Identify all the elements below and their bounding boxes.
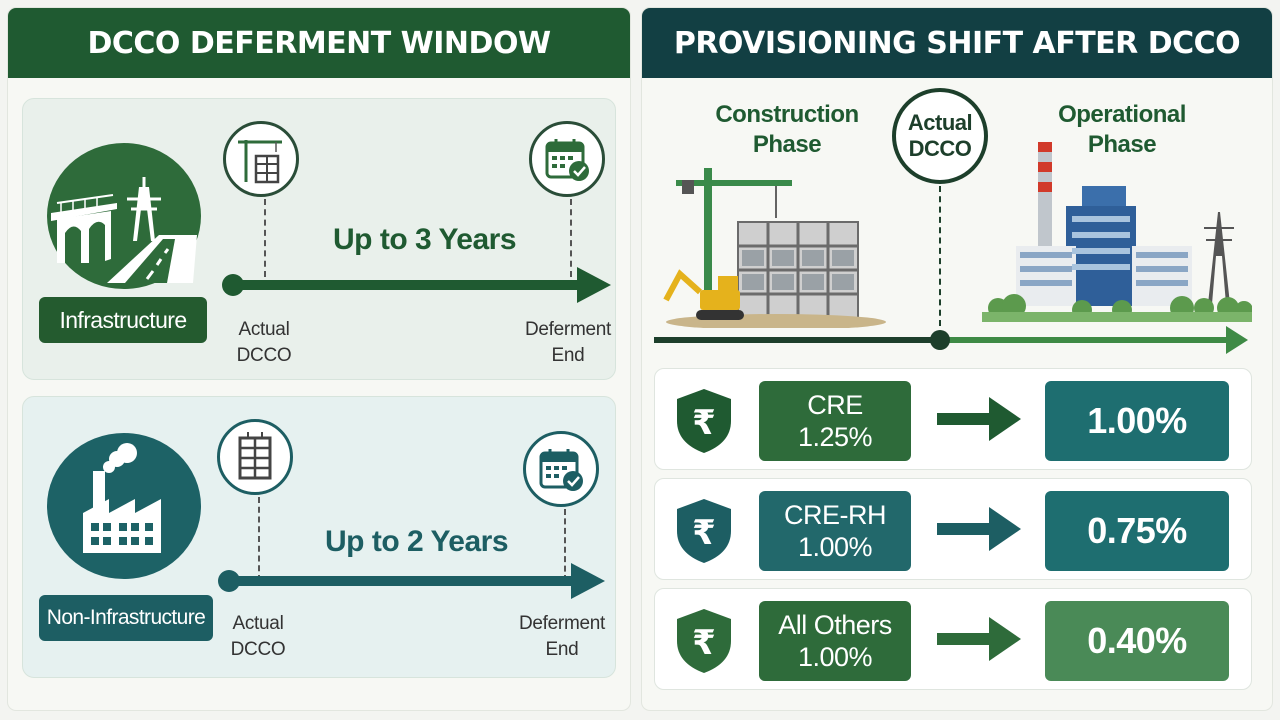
power-plant-icon (982, 142, 1252, 322)
arrow-right-icon (937, 617, 1021, 661)
deferment-window-title: DCCO DEFERMENT WINDOW (8, 8, 630, 78)
calendar-check-icon (523, 431, 599, 507)
duration-arrow (218, 563, 605, 599)
end-marker-line (570, 199, 572, 277)
cre-rh-to-rate: 0.75% (1045, 491, 1229, 571)
calendar-check-icon (529, 121, 605, 197)
provisioning-shift-title: PROVISIONING SHIFT AFTER DCCO (642, 8, 1272, 78)
svg-text:₹: ₹ (692, 513, 716, 553)
provisioning-shift-panel: PROVISIONING SHIFT AFTER DCCO Constructi… (642, 8, 1272, 710)
non-infrastructure-duration: Up to 2 Years (325, 525, 509, 558)
deferment-window-panel: DCCO DEFERMENT WINDOW (8, 8, 630, 710)
cre-category: CRE (807, 390, 863, 420)
all-others-category: All Others (778, 610, 892, 640)
start-marker-line (264, 199, 266, 277)
cre-rh-category: CRE-RH (784, 500, 887, 530)
infrastructure-card: Infrastructure (22, 98, 616, 380)
factory-icon (47, 433, 201, 579)
building-frame-icon (217, 419, 293, 495)
cre-from-box: CRE 1.25% (759, 381, 911, 461)
arrow-right-icon (937, 507, 1021, 551)
cre-from-rate: 1.25% (797, 422, 873, 452)
end-marker-line (564, 509, 566, 581)
bridge-road-pylon-icon (47, 143, 201, 289)
rupee-shield-icon: ₹ (677, 609, 731, 673)
non-infrastructure-card: Non-Infrastructure (22, 396, 616, 678)
all-others-to-rate: 0.40% (1045, 601, 1229, 681)
all-others-from-box: All Others 1.00% (759, 601, 911, 681)
all-others-from-rate: 1.00% (797, 642, 873, 672)
crane-building-icon (223, 121, 299, 197)
infrastructure-duration: Up to 3 Years (333, 223, 517, 256)
rupee-shield-icon: ₹ (677, 389, 731, 453)
dcco-marker-line (939, 186, 941, 326)
cre-rh-from-rate: 1.00% (797, 532, 873, 562)
cre-to-rate: 1.00% (1045, 381, 1229, 461)
rupee-shield-icon: ₹ (677, 499, 731, 563)
provisioning-row-cre-rh: ₹ CRE-RH 1.00% 0.75% (654, 478, 1252, 580)
duration-arrow (222, 267, 611, 303)
non-infrastructure-label: Non-Infrastructure (39, 595, 213, 641)
svg-text:₹: ₹ (692, 623, 716, 663)
svg-text:₹: ₹ (692, 403, 716, 443)
construction-site-icon (663, 168, 886, 328)
arrow-right-icon (937, 397, 1021, 441)
provisioning-row-cre: ₹ CRE 1.25% 1.00% (654, 368, 1252, 470)
start-marker-line (258, 497, 260, 581)
provisioning-row-all-others: ₹ All Others 1.00% 0.40% (654, 588, 1252, 690)
cre-rh-from-box: CRE-RH 1.00% (759, 491, 911, 571)
infrastructure-label: Infrastructure (39, 297, 207, 343)
phase-timeline-arrow (654, 326, 1248, 354)
